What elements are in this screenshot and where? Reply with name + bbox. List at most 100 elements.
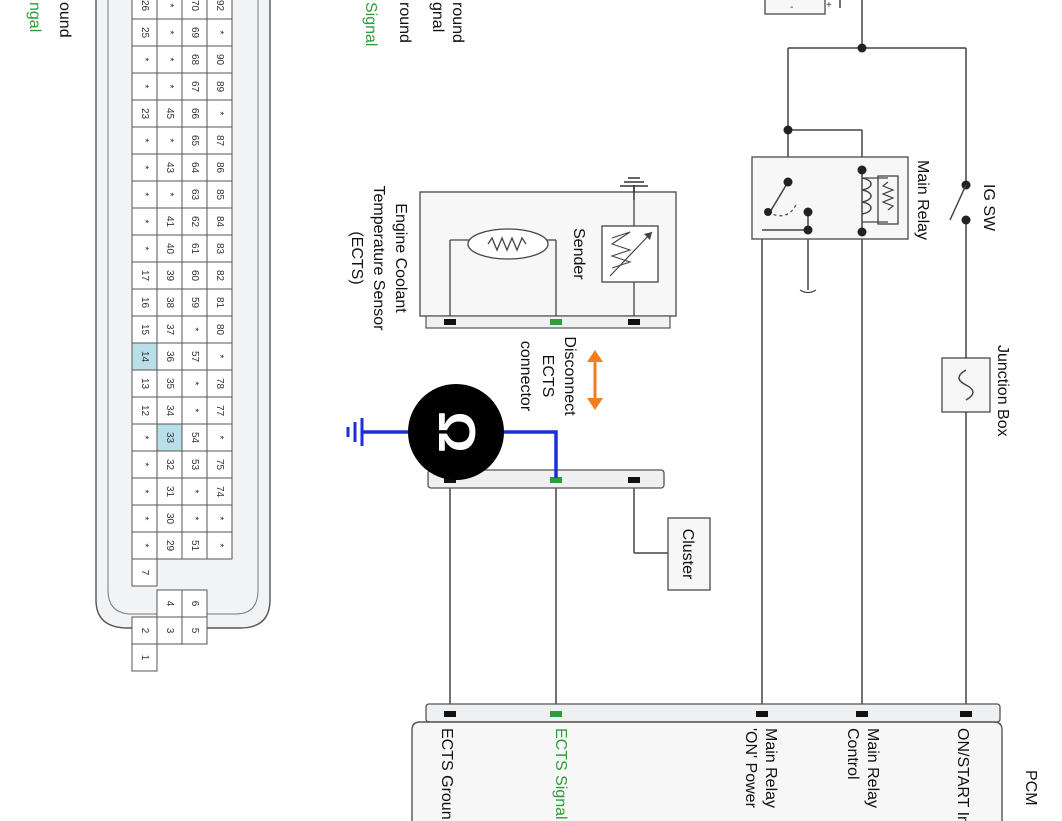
pin-number: 82 bbox=[214, 270, 225, 282]
junction-box-label: Junction Box bbox=[994, 345, 1011, 437]
pin-number: 12 bbox=[139, 405, 150, 417]
pin-number: 29 bbox=[164, 540, 175, 552]
pin-number: 90 bbox=[214, 54, 225, 66]
pin-number: 16 bbox=[139, 297, 150, 309]
pin-cell bbox=[131, 396, 158, 425]
disconnect-label-line3: connector bbox=[517, 341, 534, 412]
legend-item: Signal bbox=[362, 2, 379, 46]
pin-number: * bbox=[139, 58, 150, 62]
pin-number: 64 bbox=[189, 162, 200, 174]
pcm-module: PCM ON/START In Main Relay Control Main … bbox=[411, 703, 1039, 821]
minus-sign: - bbox=[790, 2, 793, 13]
pin-number: * bbox=[164, 139, 175, 143]
pin-cell bbox=[156, 315, 183, 344]
pin-cell bbox=[181, 180, 208, 209]
main-relay: Main Relay bbox=[751, 156, 931, 294]
pin-number: 89 bbox=[214, 81, 225, 93]
pin-cell bbox=[181, 261, 208, 290]
pin-cell bbox=[156, 531, 183, 560]
pin-number: 4 bbox=[164, 601, 175, 607]
pin-cell bbox=[206, 369, 233, 398]
ects-sensor: Sender Engine Coolant Temperature Sensor… bbox=[348, 177, 677, 331]
pin-cell bbox=[131, 477, 158, 506]
legend-item: ound bbox=[56, 2, 73, 38]
pin-number: 3 bbox=[164, 628, 175, 634]
arrow-down-icon bbox=[587, 398, 603, 410]
ig-switch: IG SW bbox=[949, 184, 997, 232]
harness-connector bbox=[427, 469, 665, 489]
pin-number: 67 bbox=[189, 81, 200, 93]
legend-item: gnal bbox=[429, 2, 446, 32]
pin-cell bbox=[131, 315, 158, 344]
sender-label: Sender bbox=[570, 228, 587, 280]
pin-number: 33 bbox=[164, 432, 175, 444]
pin-grid: 2625**23*****171615141312*****721****45*… bbox=[131, 0, 233, 672]
pin-cell bbox=[181, 288, 208, 317]
pin-number: 69 bbox=[189, 27, 200, 39]
pin-cell bbox=[131, 643, 158, 672]
pin-cell bbox=[156, 126, 183, 155]
pin-number: 2 bbox=[139, 628, 150, 634]
pin-cell bbox=[131, 288, 158, 317]
pcm-pin-ects-signal: ECTS Signal bbox=[552, 728, 569, 820]
plus-sign: + bbox=[826, 0, 832, 11]
pin-number: 39 bbox=[164, 270, 175, 282]
pin-number: 61 bbox=[189, 243, 200, 255]
pin-number: 26 bbox=[139, 0, 150, 11]
pin-number: * bbox=[214, 544, 225, 548]
pin-number: 34 bbox=[164, 405, 175, 417]
pin-number: 30 bbox=[164, 513, 175, 525]
pin-number: 25 bbox=[139, 27, 150, 39]
pin-cell bbox=[156, 477, 183, 506]
pin-cell bbox=[206, 315, 233, 344]
ohmmeter: Ω bbox=[346, 384, 558, 480]
pin-cell bbox=[156, 45, 183, 74]
pin-number: * bbox=[214, 112, 225, 116]
pin-number: 37 bbox=[164, 324, 175, 336]
pin-number: 74 bbox=[214, 486, 225, 498]
pin-number: * bbox=[139, 463, 150, 467]
ohm-icon: Ω bbox=[427, 411, 485, 453]
wires bbox=[449, 0, 967, 715]
pin-number: 54 bbox=[189, 432, 200, 444]
pin-number: 92 bbox=[214, 0, 225, 11]
disconnect-indicator: Disconnect ECTS connector bbox=[517, 336, 603, 416]
pin-number: 36 bbox=[164, 351, 175, 363]
pin-number: 43 bbox=[164, 162, 175, 174]
pin-number: 13 bbox=[139, 378, 150, 390]
pin-cell bbox=[206, 45, 233, 74]
pin-cell bbox=[131, 180, 158, 209]
pcm-pin-ects-ground: ECTS Groun bbox=[438, 728, 455, 820]
arrow-up-icon bbox=[587, 350, 603, 362]
pin-cell bbox=[131, 261, 158, 290]
pin-number: * bbox=[189, 409, 200, 413]
pin-number: 1 bbox=[139, 655, 150, 661]
pcm-pin-relay-on-2: 'ON' Power bbox=[742, 728, 759, 809]
ects-label-line1: Engine Coolant bbox=[392, 203, 409, 313]
relay-resistor bbox=[877, 175, 899, 225]
junction-box: Junction Box bbox=[941, 345, 1011, 437]
legend-item: round bbox=[396, 2, 413, 43]
pin-number: * bbox=[189, 328, 200, 332]
pin-cell bbox=[206, 531, 233, 560]
pin-number: * bbox=[164, 193, 175, 197]
pin-number: 63 bbox=[189, 189, 200, 201]
pin-cell bbox=[156, 369, 183, 398]
pin-number: 45 bbox=[164, 108, 175, 120]
pin-number: * bbox=[214, 31, 225, 35]
pin-cell bbox=[181, 207, 208, 236]
pin-number: * bbox=[164, 58, 175, 62]
pin-number: 80 bbox=[214, 324, 225, 336]
pin-cell bbox=[206, 423, 233, 452]
pin-number: 41 bbox=[164, 216, 175, 228]
pin-number: 68 bbox=[189, 54, 200, 66]
pin-number: * bbox=[189, 517, 200, 521]
pin-cell bbox=[181, 531, 208, 560]
pin-number: 14 bbox=[139, 351, 150, 363]
pin-number: * bbox=[139, 193, 150, 197]
pin-number: 84 bbox=[214, 216, 225, 228]
legend-item: ngal bbox=[26, 2, 43, 32]
pin-cell bbox=[206, 180, 233, 209]
pin-cell bbox=[181, 396, 208, 425]
